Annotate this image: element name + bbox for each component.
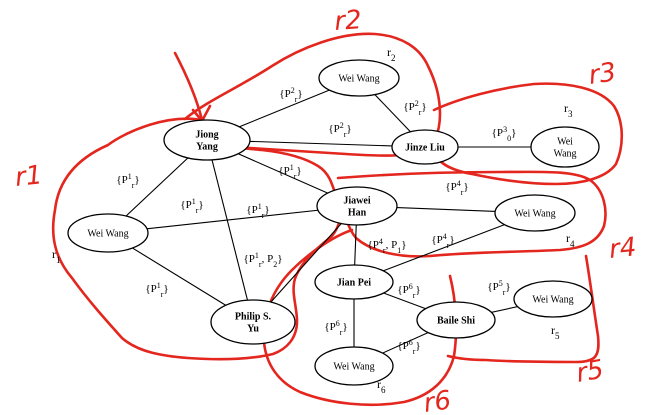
edge-label-jiawei-weiwang4: {P4r} [445,179,468,197]
edge-label-jiong-jinze: {P2r} [328,121,351,139]
node-jiong-label-1: Yang [196,142,218,153]
edge-label-jiawei-philip: {P1r, P2} [244,251,283,269]
region-label-r4: r4 [566,231,575,249]
node-jianpei-shape [314,264,394,300]
edge-label-weiwang1-jiawei: {P1r} [246,202,269,220]
region-r2-outline [183,32,442,157]
node-jinze[interactable]: Jinze Liu [391,129,459,165]
edge-weiwang1-jiawei [107,205,358,234]
node-weiwang4-label-0: Wei Wang [514,209,555,220]
edge-label-jiong-philip: {P1r} [180,197,203,215]
node-weiwang3-shape [530,126,600,168]
node-weiwang1-shape [67,213,149,253]
edge-label-jiong-weiwang1: {P1r} [116,172,139,190]
region-label-r3: r3 [564,101,573,119]
edge-label-jinze-weiwang3: {P30} [492,125,517,143]
node-weiwang6-shape [314,346,394,386]
node-jinze-label-0: Jinze Liu [405,143,445,154]
node-weiwang5-label-0: Wei Wang [532,295,573,306]
node-weiwang1[interactable]: Wei Wang [67,213,149,253]
handwritten-r4-tag: r4 [608,232,638,265]
edge-label-baile-weiwang5: {P5r} [487,279,510,297]
node-jiong-shape [163,119,251,161]
region-label-r2: r2 [387,45,396,63]
node-jiawei-shape [316,186,398,226]
node-weiwang4[interactable]: Wei Wang [494,194,576,232]
region-r1-outline [51,117,342,361]
edge-label-jianpei-weiwang6: {P6r} [324,319,347,337]
node-weiwang2-label-0: Wei Wang [338,74,379,85]
edge-jiong-philip [206,139,254,323]
node-jiawei-label-1: Han [348,208,367,219]
edge-label-baile-weiwang6: {P6r} [397,338,420,356]
edge-label-jiong-weiwang2: {P2r} [279,86,302,104]
node-jinze-shape [391,129,459,165]
edge-label-jiawei-jianpei: {P4r, P1} [368,237,407,255]
handwritten-r5-tag: r5 [574,355,606,389]
node-philip[interactable]: Philip S.Yu [210,299,296,345]
node-weiwang2[interactable]: Wei Wang [318,59,400,97]
node-weiwang3-label-0: Wei [557,137,573,148]
region-label-r1: r1 [52,247,61,265]
node-weiwang1-label-0: Wei Wang [87,229,128,240]
handwritten-r6-tag: r6 [422,385,453,415]
node-weiwang6-label-0: Wei Wang [333,362,374,373]
region-label-r5: r5 [551,323,560,341]
node-weiwang2-shape [318,59,400,97]
node-jiong-label-0: Jiong [195,130,218,141]
region-r4-outline [336,170,607,258]
region-r5-outline [446,254,600,364]
edge-label-jianpei-weiwang4: {P4r} [431,232,454,250]
region-annotations [51,32,624,407]
region-label-r6: r6 [377,377,386,395]
node-weiwang3-label-1: Wang [553,149,576,160]
node-baile[interactable]: Baile Shi [416,301,496,339]
region-r6-outline [262,228,458,407]
edge-label-jianpei-baile: {P6r} [397,282,420,300]
node-weiwang5[interactable]: Wei Wang [513,280,593,318]
edge-label-jiong-jiawei: {P1r} [278,163,301,181]
node-philip-shape [210,299,296,345]
node-weiwang6[interactable]: Wei Wang [314,346,394,386]
node-jiawei-label-0: Jiawei [343,196,370,207]
edge-label-weiwang1-philip: {P1r} [145,281,168,299]
edge-labels: {P2r} {P2r} {P2r} {P30} {P1r} {P1r} {P1r} {P1r}… [116,86,516,356]
edge-label-weiwang2-jinze: {P2r} [403,99,426,117]
node-weiwang5-shape [513,280,593,318]
node-philip-label-0: Philip S. [235,312,272,323]
node-philip-label-1: Yu [247,324,259,335]
selection-arrow-shaft [173,51,204,122]
region-labels: r1 r2 r3 r4 r5 r6 [52,45,575,395]
node-baile-label-0: Baile Shi [437,316,475,327]
node-jianpei[interactable]: Jian Pei [314,264,394,300]
node-weiwang4-shape [494,194,576,232]
handwritten-r2-tag: r2 [333,5,362,37]
region-r3-outline [432,82,624,186]
handwritten-r3-tag: r3 [587,57,618,90]
handwritten-tags: r1 r2 r3 r4 r5 r6 [14,5,638,415]
handwritten-r1-tag: r1 [14,160,44,193]
node-jianpei-label-0: Jian Pei [337,278,371,289]
node-baile-shape [416,301,496,339]
